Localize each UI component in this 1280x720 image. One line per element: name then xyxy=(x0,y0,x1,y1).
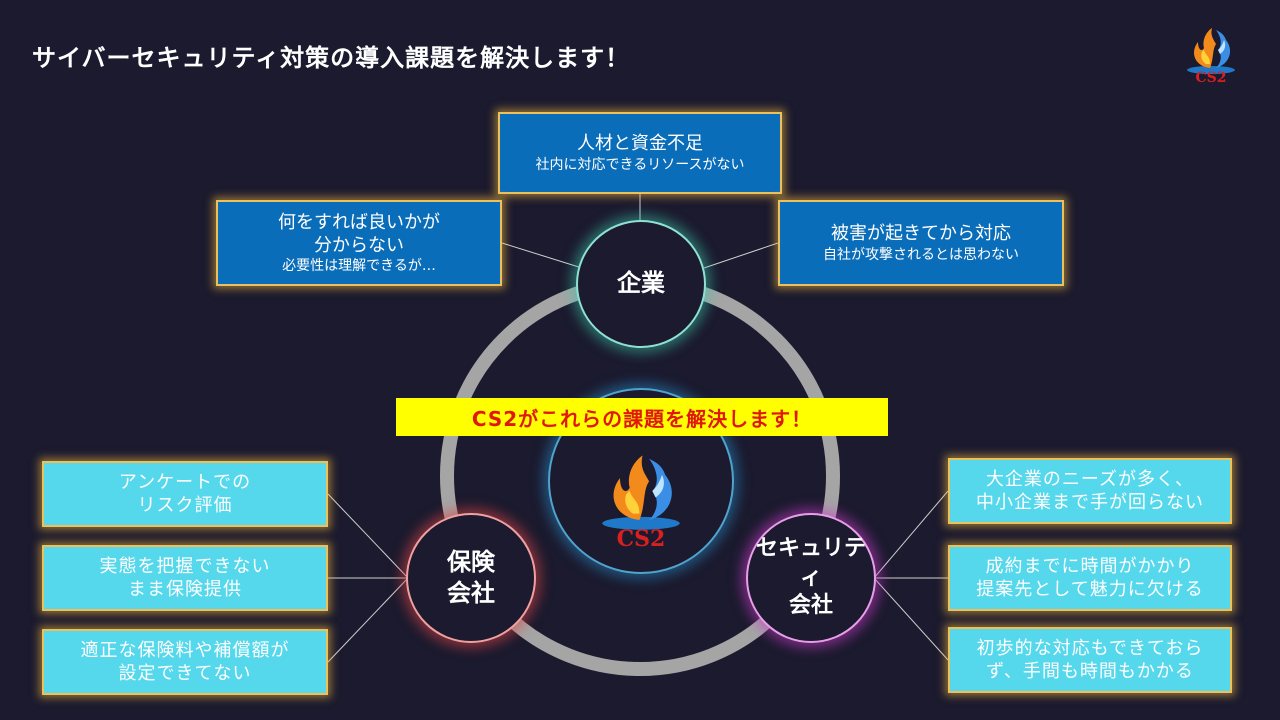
node-security-company: セキュリティ 会社 xyxy=(746,513,876,643)
node-enterprise: 企業 xyxy=(576,220,706,348)
issue-sub-text: 社内に対応できるリソースがない xyxy=(535,156,745,173)
node-label: 保険 xyxy=(447,547,495,576)
logo-text: CS2 xyxy=(1195,70,1227,86)
security-issue-2: 成約までに時間がかかり 提案先として魅力に欠ける xyxy=(948,545,1232,611)
connector-enterprise-right xyxy=(703,242,779,269)
issue-dont-know-what-to-do: 何をすれば良いかが 分からない 必要性は理解できるが… xyxy=(216,200,502,286)
issue-main-text: 分からない xyxy=(314,234,404,256)
issue-line: 提案先として魅力に欠ける xyxy=(976,579,1204,600)
node-label: 会社 xyxy=(447,579,495,607)
connector-enterprise-left xyxy=(501,242,583,269)
corner-logo: CS2 xyxy=(1182,24,1240,86)
cs2-logo-icon xyxy=(1187,28,1235,74)
issue-main-text: 何をすれば良いかが xyxy=(278,211,440,233)
issue-line: 中小企業まで手が回らない xyxy=(976,492,1204,513)
node-insurance-company: 保険 会社 xyxy=(406,513,536,643)
issue-lack-of-resources: 人材と資金不足 社内に対応できるリソースがない xyxy=(498,112,782,194)
issue-main-text: 人材と資金不足 xyxy=(577,133,703,155)
node-label: セキュリティ xyxy=(755,536,866,590)
connector-security-3 xyxy=(873,577,949,661)
solution-banner: CS2がこれらの課題を解決します！ xyxy=(396,398,888,436)
issue-sub-text: 自社が攻撃されるとは思わない xyxy=(823,246,1019,263)
issue-line: ず、手間も時間もかかる xyxy=(986,661,1194,682)
page-title: サイバーセキュリティ対策の導入課題を解決します！ xyxy=(32,44,631,72)
issue-line: アンケートでの xyxy=(118,471,252,493)
cs2-logo-icon xyxy=(602,455,680,530)
issue-line: リスク評価 xyxy=(137,495,233,516)
issue-line: 成約までに時間がかかり xyxy=(985,555,1195,577)
issue-line: 初歩的な対応もできておら xyxy=(976,637,1204,659)
security-issue-1: 大企業のニーズが多く、 中小企業まで手が回らない xyxy=(948,458,1232,524)
issue-sub-text: 必要性は理解できるが… xyxy=(282,258,436,275)
issue-reactive-response: 被害が起きてから対応 自社が攻撃されるとは思わない xyxy=(778,200,1064,286)
issue-line: 実態を把握できない xyxy=(99,555,271,577)
logo-text: CS2 xyxy=(616,525,666,552)
node-label: 会社 xyxy=(788,593,833,619)
insurance-issue-3: 適正な保険料や補償額が 設定できてない xyxy=(42,629,328,695)
center-logo: CS2 xyxy=(593,449,689,554)
connector-insurance-3 xyxy=(327,577,409,663)
issue-line: 大企業のニーズが多く、 xyxy=(985,468,1195,490)
issue-line: 設定できてない xyxy=(118,663,252,684)
insurance-issue-2: 実態を把握できない まま保険提供 xyxy=(42,545,328,611)
issue-main-text: 被害が起きてから対応 xyxy=(831,223,1011,245)
issue-line: 適正な保険料や補償額が xyxy=(80,639,290,661)
insurance-issue-1: アンケートでの リスク評価 xyxy=(42,461,328,527)
connector-security-1 xyxy=(873,490,949,579)
node-label: 企業 xyxy=(617,269,665,298)
security-issue-3: 初歩的な対応もできておら ず、手間も時間もかかる xyxy=(948,627,1232,693)
connector-insurance-1 xyxy=(327,493,409,579)
issue-line: まま保険提供 xyxy=(128,579,242,600)
